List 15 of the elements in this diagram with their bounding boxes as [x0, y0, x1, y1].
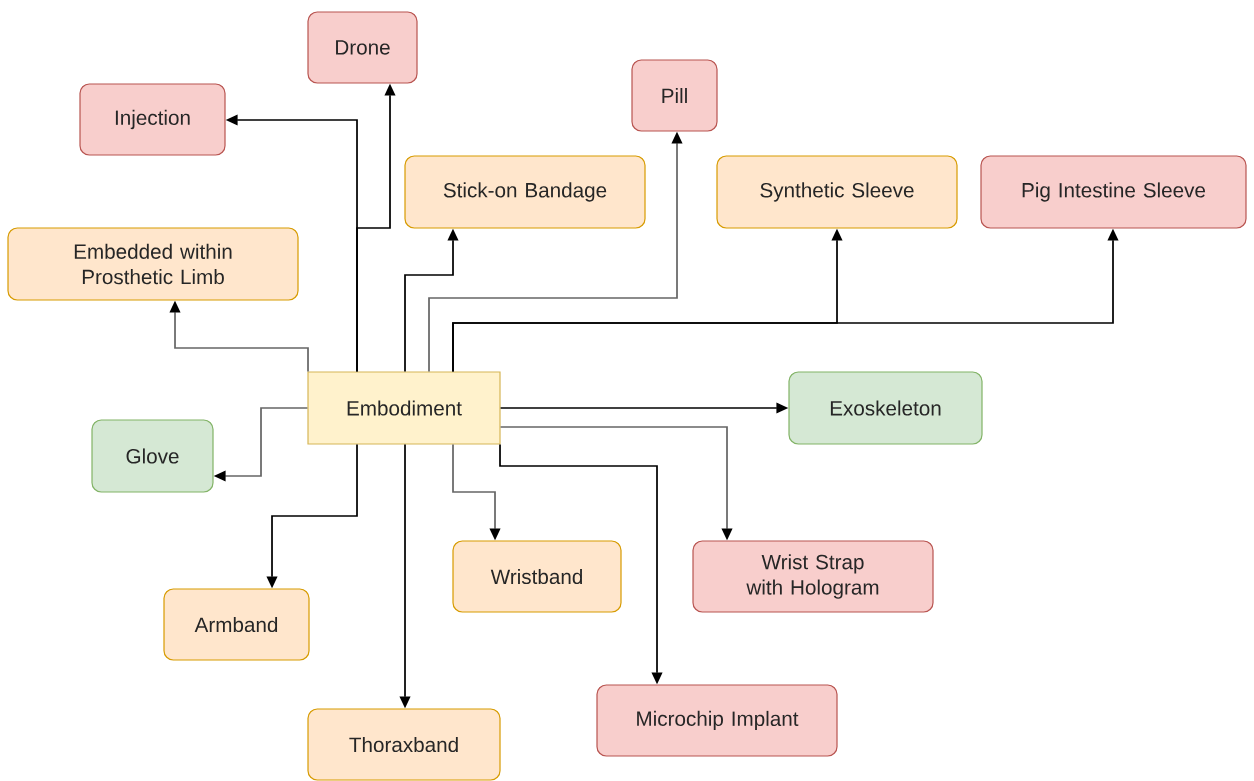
option-box: Glove [91, 419, 214, 493]
option-box: Injection [79, 83, 226, 156]
option-box: Microchip Implant [596, 684, 838, 757]
option-box: Stick-on Bandage [404, 155, 646, 229]
option-box: Wristband [452, 540, 622, 613]
option-box: Drone [307, 11, 418, 84]
option-box: Pig Intestine Sleeve [980, 155, 1247, 229]
process-box: Embodiment [307, 371, 501, 445]
option-box: Wrist Strap with Hologram [692, 540, 934, 613]
option-box: Synthetic Sleeve [716, 155, 958, 229]
option-box: Thoraxband [307, 708, 501, 781]
option-box: Exoskeleton [788, 371, 983, 445]
option-box: Embedded within Prosthetic Limb [7, 227, 299, 301]
option-box: Armband [163, 588, 310, 661]
option-box: Pill [631, 59, 718, 132]
